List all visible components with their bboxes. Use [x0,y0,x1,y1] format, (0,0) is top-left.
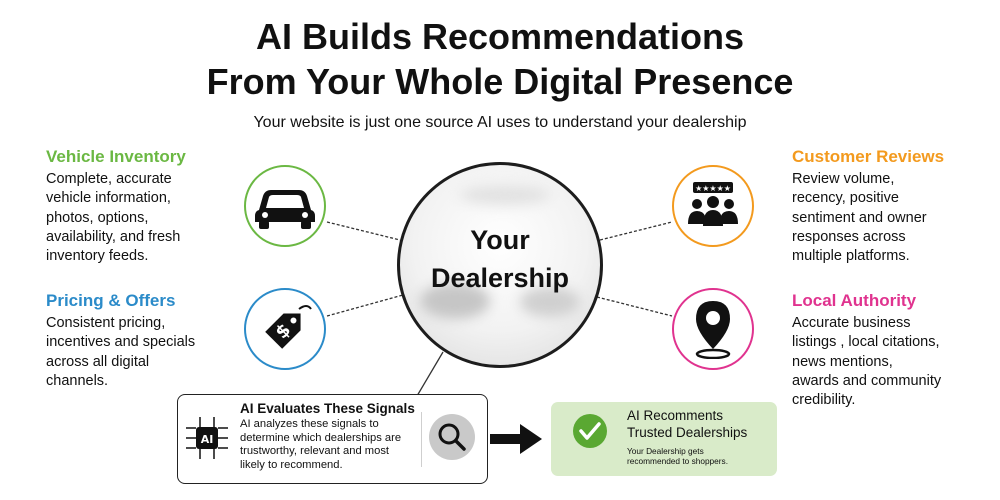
description-line: Consistent pricing, [46,315,166,331]
category-title: Customer Reviews [792,147,945,166]
evaluation-text-line: determine which dealerships are [240,431,402,444]
evaluation-text-line: likely to recommend. [240,458,343,471]
connector-reviews [599,221,673,241]
category-description: Consistent pricing, incentives and speci… [46,314,246,391]
description-line: recency, positive [792,190,899,207]
description-line: news mentions, [792,353,893,370]
reviews-people-icon: ★★★★★ [688,182,738,226]
page-title: AI Builds Recommendations From Your Whol… [0,14,1000,104]
dealership-label: Your Dealership [400,221,600,297]
price-tag-icon: $ [265,305,312,349]
subtitle: Your website is just one source AI uses … [253,114,747,131]
map-pin-icon [695,301,731,359]
svg-text:★★★★★: ★★★★★ [695,184,731,193]
connector-authority [596,296,673,317]
description-line: inventory feeds. [46,248,149,265]
authority-icon-circle [672,288,754,370]
description-line: sentiment and owner [792,209,927,226]
car-icon [255,190,315,229]
description-line: responses across [792,228,906,245]
connector-pricing [326,294,404,317]
category-description: Review volume, recency, positive sentime… [792,170,992,266]
ai-chip-label: AI [201,433,214,446]
connector-evaluation [416,351,444,397]
dealership-label-line: Dealership [430,263,570,293]
title-line-1: AI Builds Recommendations [255,16,745,57]
description-line: vehicle information, [46,190,171,207]
magnifier-icon [429,414,475,460]
dealership-circle: Your Dealership [397,162,603,368]
result-text: Your Dealership gets recommended to shop… [627,446,767,466]
description-line: channels. [46,372,109,389]
result-title-line: Trusted Dealerships [627,425,748,440]
category-title: Pricing & Offers [46,291,176,310]
evaluation-title: AI Evaluates These Signals [240,401,415,416]
category-title: Local Authority [792,291,917,310]
description-line: Accurate business [792,315,911,331]
category-title: Vehicle Inventory [46,147,186,166]
evaluation-text-line: trustworthy, relevant and most [240,445,390,457]
dealership-label-line: Your [470,225,530,255]
result-title-line: AI Recomments [627,408,724,423]
description-line: availability, and fresh [46,228,181,245]
description-line: Complete, accurate [46,171,172,187]
description-line: listings , local citations, [792,334,940,351]
description-line: awards and community [792,372,942,389]
category-description: Complete, accurate vehicle information, … [46,170,246,266]
category-description: Accurate business listings , local citat… [792,314,992,410]
category-vehicle-inventory: Vehicle Inventory Complete, accurate veh… [46,147,246,266]
category-customer-reviews: Customer Reviews Review volume, recency,… [792,147,992,266]
divider [421,412,422,467]
description-line: incentives and specials [46,334,196,351]
category-local-authority: Local Authority Accurate business listin… [792,291,992,410]
description-line: multiple platforms. [792,248,910,265]
description-line: credibility. [792,392,856,409]
evaluation-text-line: AI analyzes these signals to [240,418,379,430]
description-line: photos, options, [46,209,149,226]
evaluation-text: AI analyzes these signals to determine w… [240,418,420,472]
title-line-2: From Your Whole Digital Presence [206,61,794,102]
reviews-icon-circle: ★★★★★ [672,165,754,247]
check-circle-icon [573,414,607,448]
result-text-line: Your Dealership gets [627,446,704,456]
connector-inventory [326,221,401,241]
description-line: Review volume, [792,171,895,187]
arrow-right-icon [490,424,542,454]
result-title: AI Recomments Trusted Dealerships [627,407,747,441]
ai-chip-icon: AI [186,417,228,459]
description-line: across all digital [46,353,150,370]
inventory-icon-circle [244,165,326,247]
result-text-line: recommended to shoppers. [627,456,729,466]
pricing-icon-circle: $ [244,288,326,370]
category-pricing-offers: Pricing & Offers Consistent pricing, inc… [46,291,246,391]
